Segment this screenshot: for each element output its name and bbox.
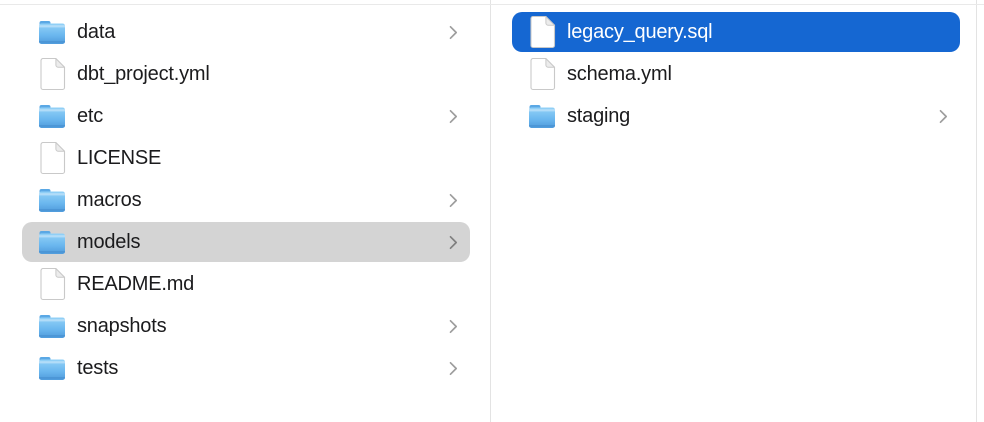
file-row-readme-md[interactable]: README.md — [22, 264, 470, 304]
folder-row-etc[interactable]: etc — [22, 96, 470, 136]
item-label: macros — [77, 188, 142, 211]
item-label: README.md — [77, 272, 195, 295]
item-label: models — [77, 230, 141, 253]
item-label: legacy_query.sql — [567, 20, 713, 43]
item-label: staging — [567, 104, 631, 127]
browser-column-next-empty — [977, 0, 984, 422]
file-row-schema-yml[interactable]: schema.yml — [512, 54, 960, 94]
folder-row-data[interactable]: data — [22, 12, 470, 52]
chevron-right-icon — [449, 109, 458, 124]
browser-column-current: legacy_query.sql schema.yml — [491, 0, 977, 422]
file-row-legacy-query-sql[interactable]: legacy_query.sql — [512, 12, 960, 52]
item-label: snapshots — [77, 314, 167, 337]
chevron-right-icon — [449, 361, 458, 376]
document-icon — [529, 15, 555, 49]
folder-icon — [39, 314, 65, 338]
file-row-license[interactable]: LICENSE — [22, 138, 470, 178]
folder-row-tests[interactable]: tests — [22, 348, 470, 388]
folder-icon — [529, 104, 555, 128]
folder-icon — [39, 356, 65, 380]
chevron-right-icon — [449, 235, 458, 250]
chevron-right-icon — [449, 319, 458, 334]
folder-icon — [39, 104, 65, 128]
browser-column-parent: data dbt_project.yml et — [0, 0, 491, 422]
item-label: data — [77, 20, 116, 43]
file-row-dbt-project-yml[interactable]: dbt_project.yml — [22, 54, 470, 94]
chevron-right-icon — [449, 193, 458, 208]
item-label: dbt_project.yml — [77, 62, 210, 85]
folder-row-models[interactable]: models — [22, 222, 470, 262]
folder-icon — [39, 20, 65, 44]
folder-row-macros[interactable]: macros — [22, 180, 470, 220]
document-icon — [39, 267, 65, 301]
document-icon — [529, 57, 555, 91]
toolbar-bottom-divider — [0, 4, 984, 5]
folder-icon — [39, 188, 65, 212]
item-label: tests — [77, 356, 119, 379]
document-icon — [39, 141, 65, 175]
folder-icon — [39, 230, 65, 254]
chevron-right-icon — [939, 109, 948, 124]
folder-row-snapshots[interactable]: snapshots — [22, 306, 470, 346]
item-label: schema.yml — [567, 62, 672, 85]
chevron-right-icon — [449, 25, 458, 40]
item-label: LICENSE — [77, 146, 162, 169]
folder-row-staging[interactable]: staging — [512, 96, 960, 136]
item-label: etc — [77, 104, 104, 127]
document-icon — [39, 57, 65, 91]
